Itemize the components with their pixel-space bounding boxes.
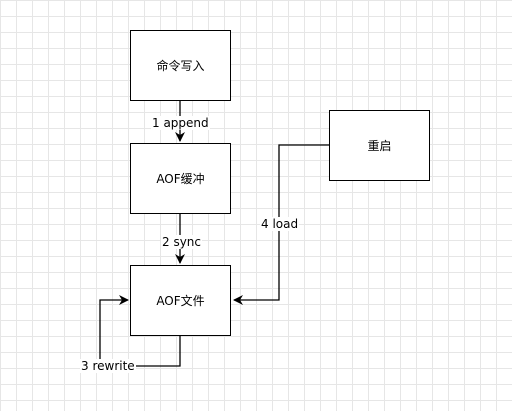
node-restart[interactable]: 重启 — [329, 110, 430, 181]
node-aof-buffer[interactable]: AOF缓冲 — [130, 143, 231, 214]
node-aof-file[interactable]: AOF文件 — [130, 265, 231, 336]
node-command-write[interactable]: 命令写入 — [130, 30, 231, 101]
edge-label-append: 1 append — [151, 116, 210, 130]
edge-label-sync: 2 sync — [161, 235, 203, 249]
edge-label-rewrite: 3 rewrite — [80, 359, 136, 373]
edge-label-load: 4 load — [260, 217, 300, 231]
